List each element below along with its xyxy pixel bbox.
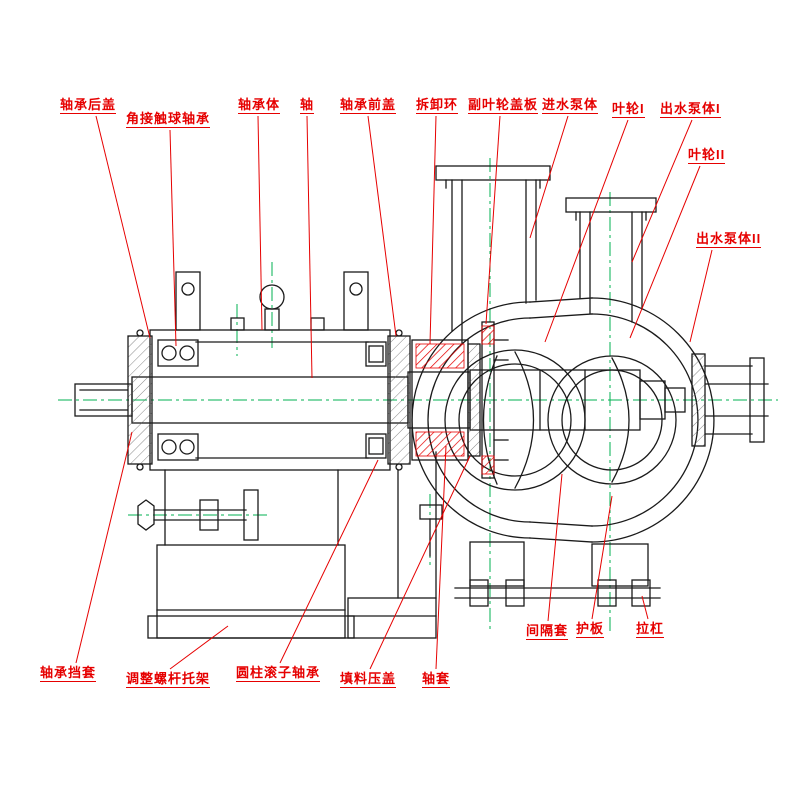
part-label: 出水泵体I bbox=[660, 101, 721, 118]
leader-line bbox=[641, 595, 649, 620]
part-label: 拉杠 bbox=[636, 621, 665, 638]
leader-line bbox=[547, 473, 563, 622]
part-label: 轴承体 bbox=[238, 97, 281, 114]
pump-linework bbox=[74, 165, 769, 639]
leader-line bbox=[169, 129, 177, 347]
part-label: 填料压盖 bbox=[340, 671, 397, 688]
leader-line bbox=[75, 431, 133, 664]
part-label: 轴 bbox=[300, 97, 315, 114]
leader-line bbox=[631, 119, 693, 263]
packing-sections bbox=[415, 325, 495, 475]
leader-line bbox=[367, 115, 397, 337]
leader-line bbox=[95, 115, 151, 339]
part-label: 角接触球轴承 bbox=[126, 111, 211, 128]
part-label: 间隔套 bbox=[526, 623, 569, 640]
part-label: 护板 bbox=[576, 621, 605, 638]
part-label: 叶轮II bbox=[688, 147, 726, 164]
leader-line bbox=[279, 459, 379, 664]
part-label: 调整螺杆托架 bbox=[126, 671, 211, 688]
centerlines bbox=[58, 158, 778, 632]
leader-line bbox=[369, 455, 471, 670]
part-label: 轴套 bbox=[422, 671, 451, 688]
part-label: 出水泵体II bbox=[696, 231, 762, 248]
leader-line bbox=[429, 115, 437, 345]
leader-line bbox=[689, 249, 713, 343]
part-label: 副叶轮盖板 bbox=[468, 97, 539, 114]
part-label: 叶轮I bbox=[612, 101, 645, 118]
part-label: 进水泵体 bbox=[542, 97, 599, 114]
leader-line bbox=[529, 115, 569, 239]
part-label: 轴承前盖 bbox=[340, 97, 397, 114]
leader-line bbox=[629, 165, 701, 339]
leader-line bbox=[306, 115, 313, 379]
leader-line bbox=[485, 115, 501, 325]
part-label: 拆卸环 bbox=[416, 97, 459, 114]
leader-line bbox=[591, 495, 613, 620]
part-label: 轴承后盖 bbox=[60, 97, 117, 114]
leader-line bbox=[169, 625, 229, 670]
part-label: 轴承挡套 bbox=[40, 665, 97, 682]
leader-line bbox=[257, 115, 263, 331]
leader-lines bbox=[75, 115, 713, 670]
part-label: 圆柱滚子轴承 bbox=[236, 665, 321, 682]
leader-line bbox=[435, 445, 447, 670]
leader-line bbox=[544, 119, 629, 343]
